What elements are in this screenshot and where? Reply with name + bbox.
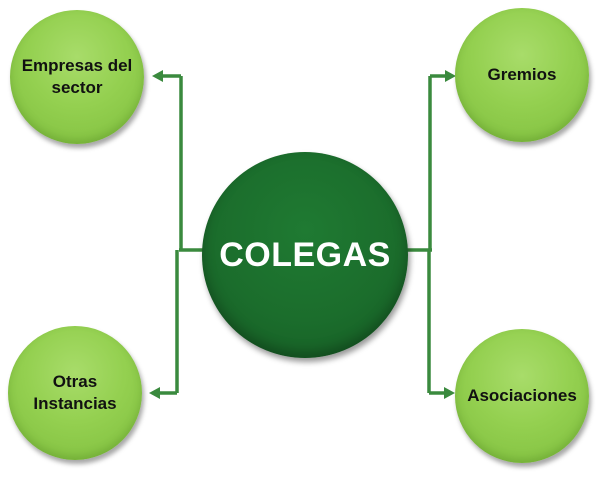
- node-label-line: Asociaciones: [467, 386, 577, 405]
- arrowhead-gremios: [445, 70, 456, 82]
- node-label-line: Otras: [52, 372, 98, 391]
- arrowhead-otras: [149, 387, 160, 399]
- arrowhead-empresas: [152, 70, 163, 82]
- connector-left: [175, 76, 205, 393]
- center-label: COLEGAS: [219, 235, 391, 274]
- node-label-line: Gremios: [487, 65, 557, 84]
- arrowhead-asociaciones: [444, 387, 455, 399]
- node-empresas-del-sector: Empresas del sector: [10, 10, 144, 144]
- node-gremios: Gremios: [455, 8, 589, 142]
- node-label-line: sector: [51, 78, 103, 97]
- node-colegas-center: COLEGAS: [202, 152, 408, 358]
- node-label-line: Instancias: [33, 394, 117, 413]
- connector-right: [405, 76, 432, 393]
- node-otras-instancias: Otras Instancias: [8, 326, 142, 460]
- node-label-line: Empresas del: [21, 56, 133, 75]
- node-asociaciones: Asociaciones: [455, 329, 589, 463]
